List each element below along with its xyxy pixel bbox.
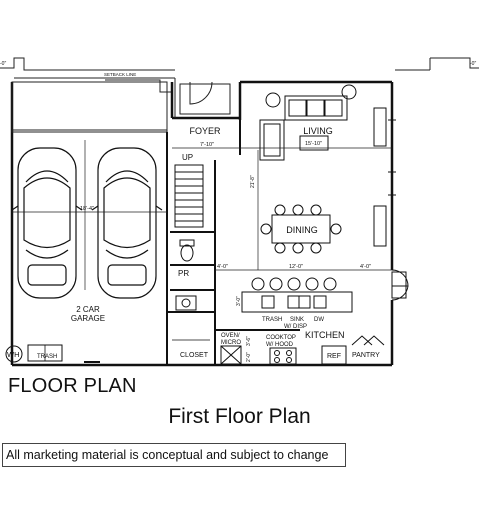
- dining-label: DINING: [286, 225, 318, 235]
- oven-label-line2: MICRO: [221, 340, 241, 346]
- powder-sink: [175, 295, 197, 311]
- foyer-label: FOYER: [189, 126, 221, 136]
- pantry-doors: [351, 335, 385, 346]
- refrigerator: [321, 345, 347, 365]
- dimension-kitchen-left: 4'-0": [217, 264, 228, 270]
- dw-label: DW: [314, 317, 324, 323]
- kitchen-label: KITCHEN: [305, 330, 345, 340]
- garage-trash-label: TRASH: [37, 354, 57, 360]
- living-label: LIVING: [303, 126, 333, 136]
- dimension-foyer-width: 7'-10": [200, 142, 214, 148]
- tv-console: [373, 107, 387, 147]
- disposal-label: W/ DISP: [284, 324, 307, 330]
- island-stools: [251, 277, 337, 291]
- dimension-top-right: -0": [470, 61, 476, 67]
- small-depth-dimension: 2'-0": [246, 352, 252, 362]
- cooktop-label-line2: W/ HOOD: [266, 342, 294, 348]
- dimension-dining-height: 21'-8": [250, 175, 256, 188]
- garage-label-line2: GARAGE: [71, 314, 105, 323]
- floor-plan-heading: FLOOR PLAN: [8, 375, 137, 397]
- right-wall-windows: [388, 119, 396, 196]
- dimension-kitchen-center: 12'-0": [289, 264, 303, 270]
- dimension-kitchen-right: 4'-0": [360, 264, 371, 270]
- car-right: [91, 147, 163, 299]
- staircase: [174, 164, 204, 228]
- garage-label-line1: 2 CAR: [76, 305, 100, 314]
- oven-label-line1: OVEN/: [221, 333, 240, 339]
- pantry-label: PANTRY: [352, 352, 380, 359]
- foyer-entry-door: [179, 81, 231, 115]
- interior-walls: [166, 90, 300, 365]
- ref-label: REF: [327, 353, 341, 360]
- living-lamp: [265, 84, 357, 108]
- stair-up-label: UP: [182, 153, 193, 162]
- dimension-garage-width: 18'-4": [80, 206, 94, 212]
- site-outline: [0, 57, 479, 93]
- marketing-disclaimer: All marketing material is conceptual and…: [2, 443, 346, 467]
- kitchen-island: [241, 291, 353, 313]
- garage-canopy: [11, 78, 176, 133]
- coffee-table: [299, 135, 329, 151]
- setback-line-label: SETBACK LINE: [104, 72, 136, 77]
- side-entry-doors: [391, 269, 409, 301]
- cooktop: [269, 347, 297, 365]
- living-sofa-side: [259, 119, 285, 161]
- exterior-walls: [10, 80, 394, 367]
- water-heater-label: WH: [7, 350, 20, 359]
- water-heater: [5, 345, 23, 363]
- sink-label: SINK: [290, 317, 304, 323]
- garage-dimension-line: [12, 140, 167, 290]
- island-depth-dimension: 3'-0": [236, 296, 242, 306]
- first-floor-plan-title: First Floor Plan: [168, 405, 311, 428]
- oven-unit: [220, 345, 242, 365]
- dining-sideboard: [373, 205, 387, 247]
- car-left: [11, 147, 83, 299]
- dimension-living-width: 15'-10": [305, 141, 322, 147]
- trash-label: TRASH: [262, 317, 282, 323]
- powder-toilet: [179, 239, 195, 262]
- kitchen-depth-dimension: 3'-6": [246, 336, 252, 346]
- dimension-top-left: -0": [0, 61, 6, 67]
- dining-table: [260, 204, 342, 254]
- cooktop-label-line1: COOKTOP: [266, 335, 296, 341]
- powder-room-label: PR: [178, 269, 189, 278]
- living-sofa: [284, 95, 348, 121]
- closet-label: CLOSET: [180, 352, 209, 359]
